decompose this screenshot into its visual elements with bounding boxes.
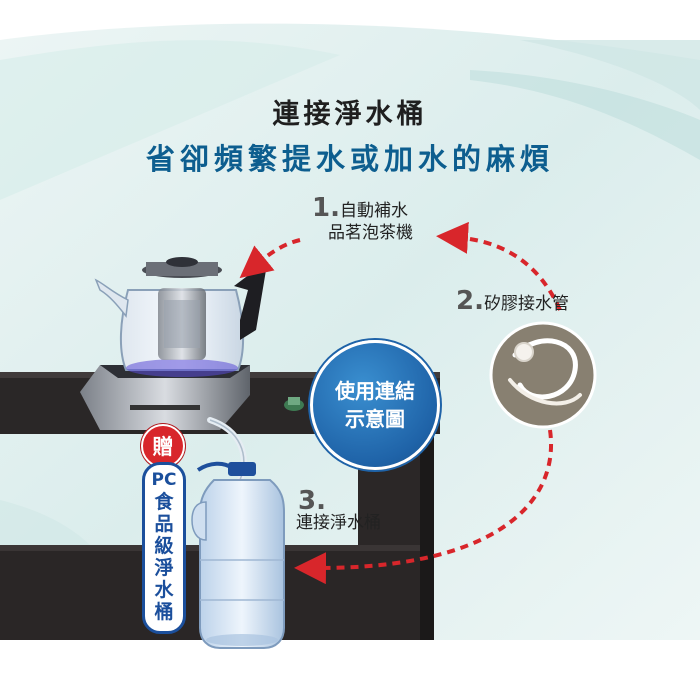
step-2-line1: 矽膠接水管 <box>483 294 569 314</box>
step-3-label: 3. 連接淨水桶 <box>296 486 381 534</box>
step-2-number: 2. <box>456 286 484 316</box>
gift-label-char: 級 <box>154 535 174 557</box>
step-3-line1: 連接淨水桶 <box>296 513 381 533</box>
gift-label-char: 食 <box>154 491 174 513</box>
gift-label-char: 水 <box>154 579 174 601</box>
gift-label-pc: PC <box>151 470 177 490</box>
gift-label-char: 桶 <box>154 601 174 623</box>
step-1-line2: 品茗泡茶機 <box>328 223 413 243</box>
step-2-label: 2.矽膠接水管 <box>456 288 569 315</box>
diagram-badge: 使用連結 示意圖 <box>310 340 440 470</box>
page-title: 連接淨水桶 <box>272 99 428 130</box>
diagram-badge-line2: 示意圖 <box>345 407 405 431</box>
step-3-number: 3. <box>298 486 326 516</box>
step-1-line1: 自動補水 <box>339 201 408 221</box>
page-subtitle: 省卻頻繁提水或加水的麻煩 <box>145 142 554 176</box>
gift-badge: 贈 <box>141 424 185 468</box>
gift-badge-text: 贈 <box>152 435 174 459</box>
step-1-number: 1. <box>312 193 340 223</box>
gift-label-char: 品 <box>154 513 174 535</box>
gift-label-char: 淨 <box>154 557 174 579</box>
step-1-label: 1.自動補水 品茗泡茶機 <box>312 195 413 244</box>
gift-label: PC 食 品 級 淨 水 桶 <box>142 462 186 634</box>
diagram-badge-line1: 使用連結 <box>335 379 415 403</box>
